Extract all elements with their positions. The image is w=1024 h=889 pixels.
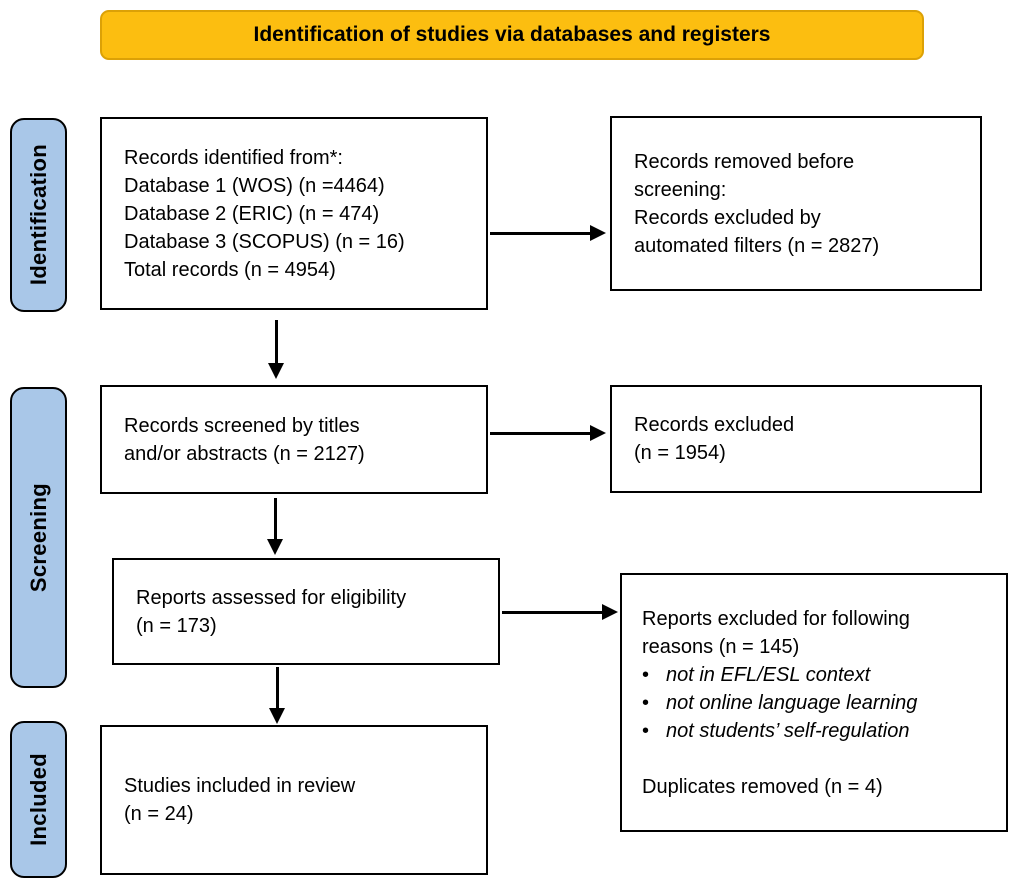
arrow-screened-to-assessed (267, 498, 282, 555)
stage-screening-label: Screening (25, 482, 51, 593)
records-identified-line-1: Records identified from*: (124, 146, 343, 169)
records-removed-line-4: automated filters (n = 2827) (634, 234, 880, 257)
records-identified-box: Records identified from*: Database 1 (WO… (100, 117, 488, 310)
stage-identification: Identification (10, 118, 67, 312)
records-removed-line-3: Records excluded by (634, 206, 821, 229)
records-identified-line-3: Database 2 (ERIC) (n = 474) (124, 202, 380, 225)
reports-assessed-line-1: Reports assessed for eligibility (136, 586, 407, 609)
records-excluded-box: Records excluded (n = 1954) (610, 385, 982, 493)
reports-excluded-reason-1-text: not in EFL/ESL context (666, 663, 871, 686)
records-identified-line-5: Total records (n = 4954) (124, 258, 336, 281)
bullet-icon: • (642, 691, 650, 714)
banner-title: Identification of studies via databases … (253, 23, 771, 46)
duplicates-removed-line: Duplicates removed (n = 4) (642, 775, 883, 798)
reports-assessed-box: Reports assessed for eligibility (n = 17… (112, 558, 500, 665)
stage-included-label: Included (25, 753, 51, 846)
records-removed-line-2: screening: (634, 178, 727, 201)
records-removed-line-1: Records removed before (634, 150, 855, 173)
studies-included-line-1: Studies included in review (124, 775, 356, 797)
stage-screening: Screening (10, 387, 67, 688)
arrow-assessed-to-included (269, 667, 284, 724)
records-screened-box: Records screened by titles and/or abstra… (100, 385, 488, 494)
records-excluded-line-2: (n = 1954) (634, 442, 726, 464)
records-screened-line-2: and/or abstracts (n = 2127) (124, 442, 365, 465)
bullet-icon: • (642, 719, 650, 742)
stage-identification-label: Identification (25, 144, 51, 286)
records-identified-line-4: Database 3 (SCOPUS) (n = 16) (124, 230, 405, 253)
reports-excluded-reason-3-text: not students’ self-regulation (666, 719, 910, 742)
reports-excluded-reason-2-text: not online language learning (666, 691, 918, 714)
records-screened-line-1: Records screened by titles (124, 414, 360, 437)
arrow-identified-to-removed (490, 225, 606, 240)
spacer (642, 745, 994, 773)
studies-included-line-2: (n = 24) (124, 803, 194, 825)
reports-excluded-reason-1: • not in EFL/ESL context (642, 661, 994, 689)
records-removed-box: Records removed before screening: Record… (610, 116, 982, 291)
reports-excluded-reason-3: • not students’ self-regulation (642, 717, 994, 745)
reports-excluded-box: Reports excluded for following reasons (… (620, 573, 1008, 832)
records-excluded-line-1: Records excluded (634, 414, 795, 436)
reports-excluded-reason-2: • not online language learning (642, 689, 994, 717)
banner: Identification of studies via databases … (100, 10, 924, 60)
reports-excluded-line-1: Reports excluded for following (642, 607, 910, 630)
arrow-screened-to-excluded (490, 425, 606, 440)
reports-assessed-line-2: (n = 173) (136, 614, 217, 637)
reports-excluded-line-2: reasons (n = 145) (642, 635, 800, 658)
arrow-identified-to-screened (268, 320, 283, 379)
studies-included-box: Studies included in review (n = 24) (100, 725, 488, 875)
stage-included: Included (10, 721, 67, 878)
arrow-assessed-to-excluded (502, 604, 618, 619)
records-identified-line-2: Database 1 (WOS) (n =4464) (124, 174, 385, 197)
bullet-icon: • (642, 663, 650, 686)
